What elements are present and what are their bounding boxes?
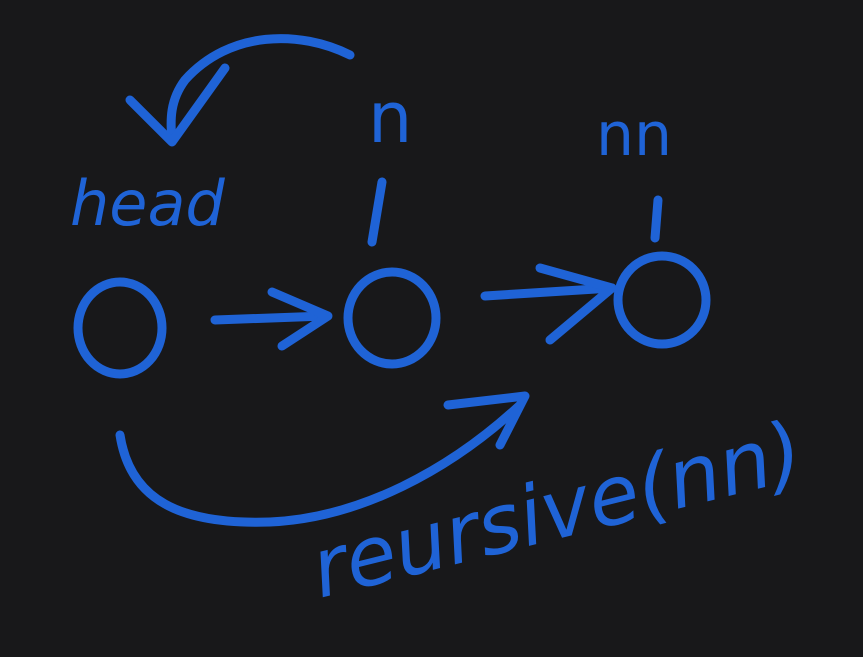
recursive-call-curve <box>115 400 525 527</box>
nn-node <box>613 251 711 349</box>
arrow-head-to-n-tip <box>267 287 333 351</box>
nn-stem-line <box>650 195 663 243</box>
head-pointer-arrow <box>166 34 355 145</box>
recursive-call-arrowhead <box>443 391 530 450</box>
n-label: n <box>368 77 412 159</box>
arrow-n-to-nn <box>480 283 617 301</box>
arrow-head-to-n <box>210 311 330 325</box>
arrow-n-to-nn-tip <box>535 263 617 345</box>
nn-label: nn <box>596 100 672 170</box>
head-pointer-arrowhead <box>125 63 230 147</box>
n-stem-line <box>367 177 387 247</box>
n-node <box>343 267 441 369</box>
head-node <box>73 277 167 379</box>
head-label: head <box>70 167 225 240</box>
recursive-call-label: reursive(nn) <box>302 404 812 618</box>
